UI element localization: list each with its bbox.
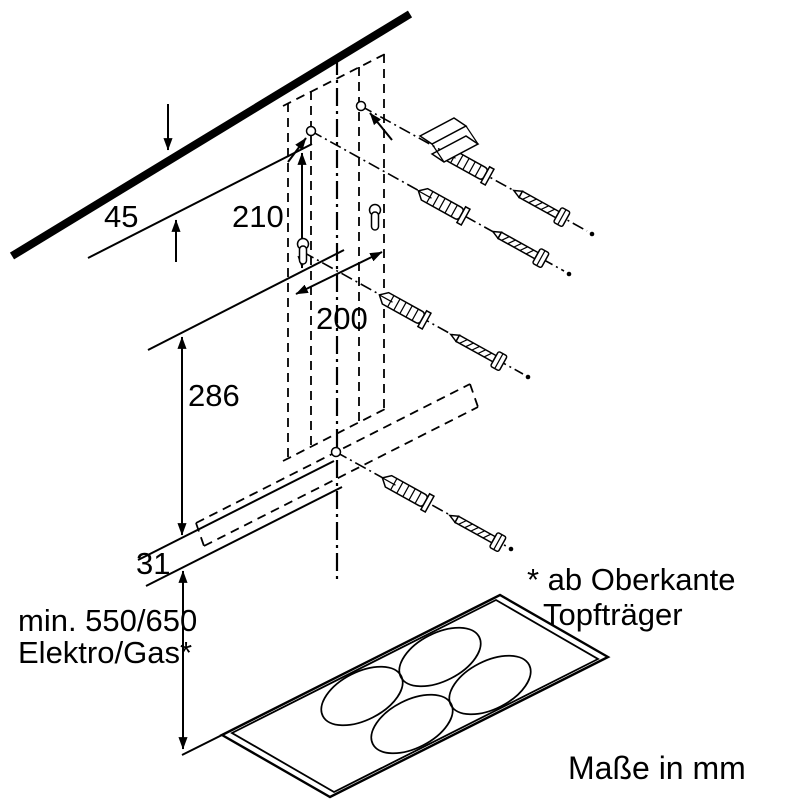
units-note-label: Maße in mm [568, 750, 746, 786]
footnote-label-line2: Topfträger [543, 597, 683, 632]
screw-icon [444, 507, 508, 553]
min-clearance-label-line2: Elektro/Gas* [18, 635, 192, 670]
wall-plug-icon [374, 286, 432, 330]
drill-hole [355, 100, 367, 112]
wall-plug-icon [377, 469, 435, 513]
footnote-label-line1: * ab Oberkante [527, 562, 736, 597]
hole-pointer-right [369, 112, 393, 141]
dimension-45-label: 45 [104, 199, 138, 234]
drill-hole [305, 125, 317, 137]
screw-icon [487, 223, 551, 269]
dim-200-arrow [295, 251, 383, 295]
mounting-template-dashed [282, 51, 390, 462]
dimension-200-label: 200 [316, 301, 368, 336]
drill-hole [330, 446, 342, 458]
wall-hook-icon [296, 237, 310, 265]
wall-edge-line [9, 10, 413, 260]
hole-pointer-left [287, 137, 307, 163]
burner [448, 654, 532, 716]
cooktop [219, 593, 611, 799]
wall-hook-icon [368, 203, 382, 231]
dimension-286-label: 286 [188, 378, 240, 413]
drill-holes [305, 100, 367, 458]
burner [398, 626, 482, 688]
screw-icon [508, 182, 572, 228]
dimension-31-label: 31 [136, 546, 170, 581]
wall-plug-icon [413, 182, 471, 226]
reference-lines [87, 143, 345, 756]
dimension-210-label: 210 [232, 199, 284, 234]
screw-icon [445, 326, 509, 372]
min-clearance-label-line1: min. 550/650 [18, 603, 197, 638]
mounting-bracket-icon [418, 117, 480, 163]
